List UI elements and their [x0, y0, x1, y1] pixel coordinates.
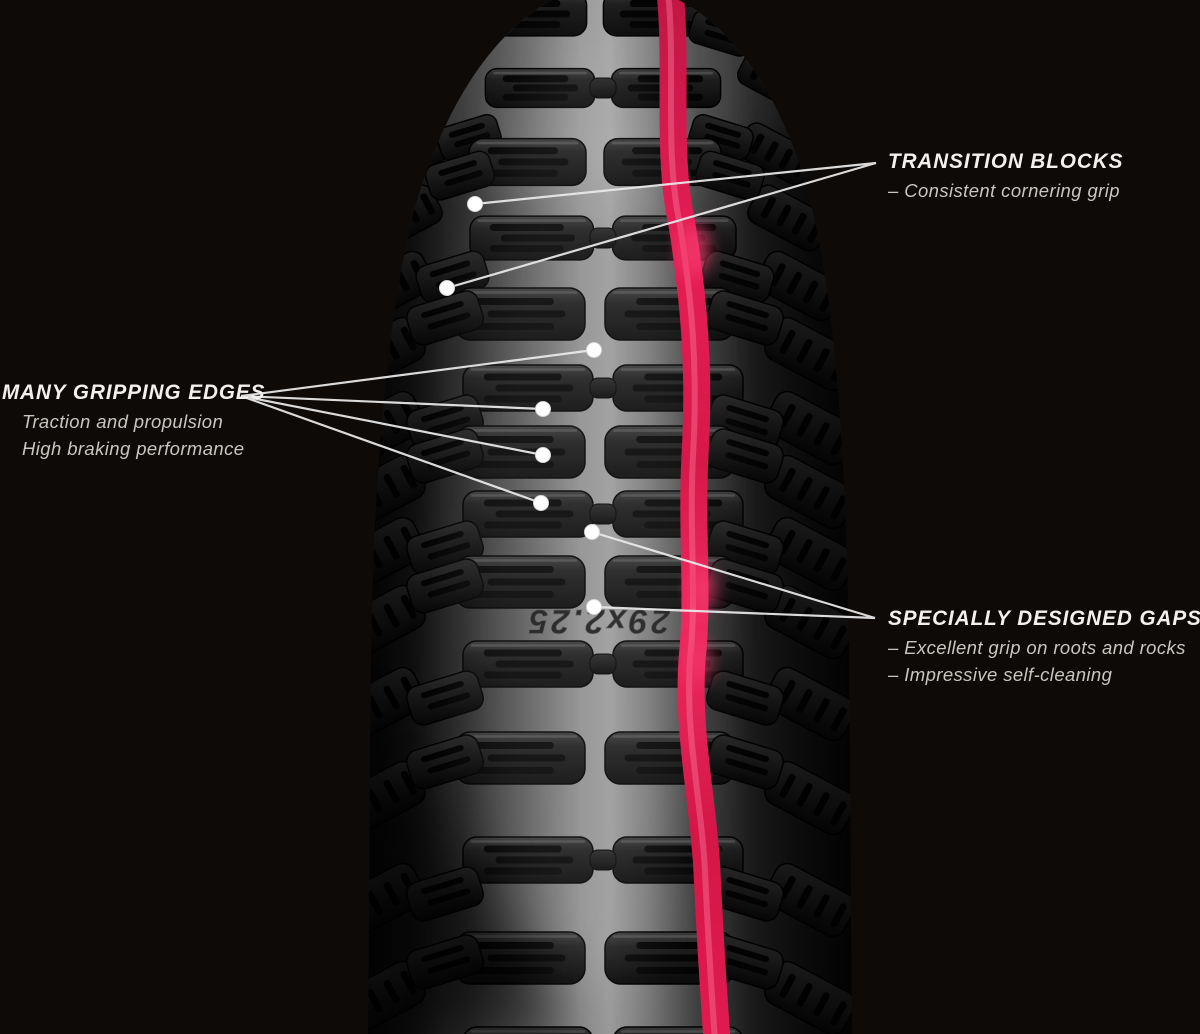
transition-callout-line [474, 161, 877, 206]
gripping-dot [533, 495, 549, 511]
gaps-callout-line [591, 530, 876, 620]
callout-heading: MANY GRIPPING EDGES [2, 380, 266, 404]
stripe-bulge [687, 641, 711, 683]
gripping-callout-line [240, 348, 595, 398]
transition-dot [439, 280, 455, 296]
callout-specially-designed-gaps: SPECIALLY DESIGNED GAPS – Excellent grip… [888, 606, 1200, 684]
callout-many-gripping-edges: MANY GRIPPING EDGES Traction and propuls… [2, 380, 276, 458]
gripping-callout-line [240, 394, 542, 505]
gripping-dot [535, 447, 551, 463]
red-stripe [656, 0, 731, 1034]
gripping-dot [586, 342, 602, 358]
gaps-dot [586, 599, 602, 615]
callout-detail: – Excellent grip on roots and rocks [888, 637, 1186, 658]
callout-detail: High braking performance [22, 437, 245, 459]
gripping-dot [535, 401, 551, 417]
callout-heading: SPECIALLY DESIGNED GAPS [888, 606, 1200, 630]
transition-dot [467, 196, 483, 212]
callout-detail: – Impressive self-cleaning [888, 663, 1113, 685]
gripping-callout-line [240, 394, 544, 411]
gripping-callout-line [240, 394, 544, 457]
center-sheen [460, 30, 710, 1010]
stripe-bulge [679, 223, 709, 277]
callout-heading: TRANSITION BLOCKS [888, 149, 1124, 173]
bottom-left-shadow [368, 710, 575, 1034]
callout-detail: – Consistent cornering grip [888, 180, 1120, 201]
gaps-dot [584, 524, 600, 540]
callout-detail: Traction and propulsion [22, 411, 224, 432]
callout-transition-blocks: TRANSITION BLOCKS – Consistent cornering… [888, 149, 1133, 201]
stripe-bulge [690, 565, 716, 611]
gaps-callout-line [593, 605, 876, 620]
transition-callout-line [446, 161, 877, 290]
